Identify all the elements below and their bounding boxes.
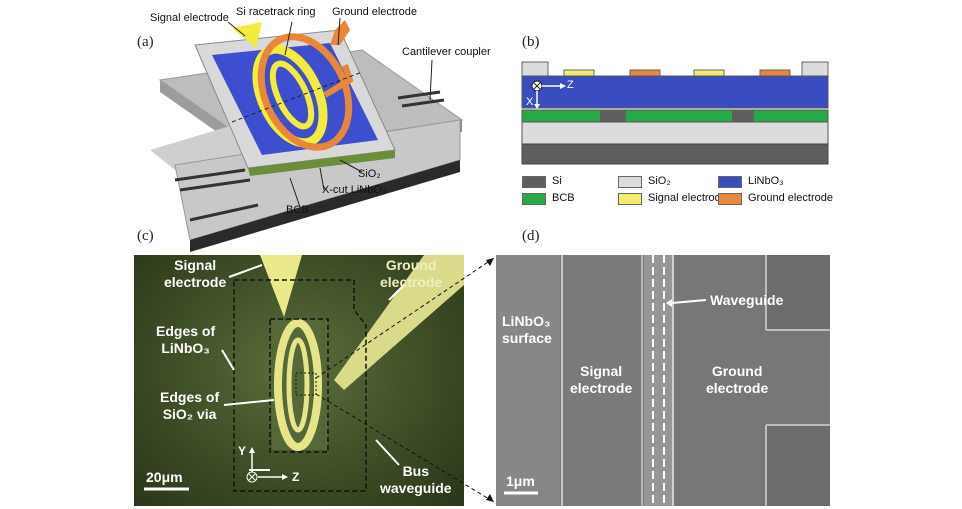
axis-z-label-c: Z — [292, 470, 300, 484]
callout-ground-electrode: Ground electrode — [332, 6, 417, 18]
legend-label-ground: Ground electrode — [748, 192, 833, 204]
signal-d-line2: electrode — [570, 380, 633, 396]
bus-line1: Bus — [402, 463, 430, 479]
legend-swatch-si — [522, 176, 546, 188]
label-ground-electrode-d: Ground electrode — [706, 363, 768, 397]
label-signal-electrode-c: Signal electrode — [164, 257, 226, 291]
panel-a-label: (a) — [137, 34, 154, 50]
scalebar-label-c: 20μm — [146, 469, 183, 485]
ground-line1: Ground — [385, 257, 437, 273]
ground-d-line1: Ground — [711, 363, 763, 379]
legend-label-bcb: BCB — [552, 192, 575, 204]
legend-swatch-sio2 — [618, 176, 642, 188]
ground-line2: electrode — [380, 274, 443, 290]
signal-d-line1: Signal — [580, 363, 623, 379]
ground-d-line2: electrode — [706, 380, 769, 396]
legend-swatch-signal — [618, 193, 642, 205]
panel-c-label: (c) — [137, 228, 154, 244]
label-waveguide: Waveguide — [710, 292, 784, 308]
edges-ln-line2: LiNbO₃ — [161, 340, 210, 356]
callout-cantilever-coupler: Cantilever coupler — [402, 46, 491, 58]
callout-sio2: SiO₂ — [358, 168, 381, 180]
callout-bcb: BCB — [286, 204, 309, 216]
legend-label-linbo3: LiNbO₃ — [748, 175, 784, 187]
legend-label-si: Si — [552, 175, 562, 187]
legend-label-sio2: SiO₂ — [648, 175, 671, 187]
edges-ln-line1: Edges of — [156, 323, 216, 339]
axis-x-label: X — [526, 96, 534, 108]
label-edges-sio2: Edges of SiO₂ via — [160, 389, 219, 423]
axis-z-label: Z — [567, 79, 574, 91]
callout-xcut-linbo3: X-cut LiNbO₃ — [322, 184, 387, 196]
surface-line1: LiNbO₃ — [502, 313, 551, 329]
legend-swatch-ground — [718, 193, 742, 205]
label-linbo3-surface: LiNbO₃ surface — [502, 313, 552, 347]
signal-line2: electrode — [164, 274, 227, 290]
edges-sio2-line1: Edges of — [160, 389, 220, 405]
optical-micrograph: Signal electrode Ground electrode Edges … — [134, 255, 464, 506]
edges-sio2-line2: SiO₂ via — [162, 406, 217, 422]
label-edges-linbo3: Edges of LiNbO₃ — [156, 323, 215, 357]
signal-line1: Signal — [174, 257, 217, 273]
legend-swatch-bcb — [522, 193, 546, 205]
legend-swatch-linbo3 — [718, 176, 742, 188]
sem-micrograph: Waveguide LiNbO₃ surface Signal electrod… — [496, 255, 830, 506]
panel-d-label: (d) — [522, 228, 540, 244]
scalebar-label-d: 1μm — [506, 473, 535, 489]
label-ground-electrode-c: Ground electrode — [380, 257, 442, 291]
panel-b-label: (b) — [522, 34, 540, 50]
axis-y-label-c: Y — [238, 444, 247, 458]
callout-signal-electrode: Signal electrode — [150, 12, 229, 24]
label-signal-electrode-d: Signal electrode — [570, 363, 632, 397]
callout-si-racetrack: Si racetrack ring — [236, 6, 316, 18]
label-bus-waveguide: Bus waveguide — [380, 463, 452, 497]
bus-line2: waveguide — [380, 480, 452, 496]
legend-label-signal: Signal electrode — [648, 192, 727, 204]
surface-line2: surface — [502, 330, 552, 346]
